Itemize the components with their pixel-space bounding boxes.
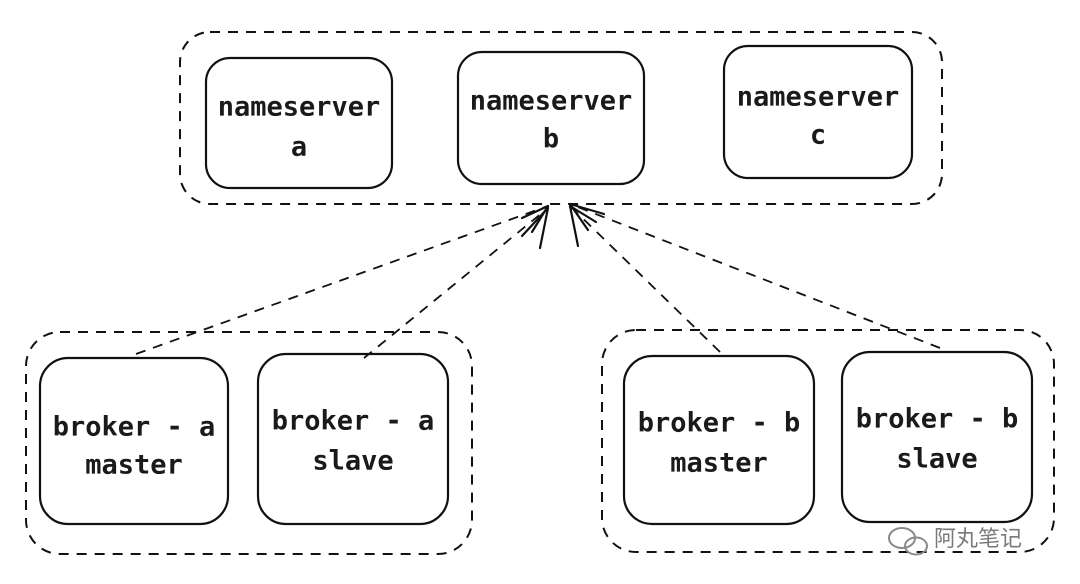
broker-b-slave-node: broker - b slave bbox=[840, 350, 1034, 524]
nameserver-a-node: nameserver a bbox=[204, 56, 394, 190]
nameserver-b-node: nameserver b bbox=[456, 50, 646, 186]
nameserver-c-label-line1: nameserver bbox=[737, 82, 900, 113]
broker-a-group bbox=[25, 331, 473, 555]
watermark: 阿丸笔记 bbox=[888, 527, 1022, 556]
nameserver-a-label-line1: nameserver bbox=[218, 92, 381, 123]
wechat-icon bbox=[888, 527, 928, 556]
broker-b-slave-label-line1: broker - b bbox=[856, 404, 1019, 435]
broker-a-master-label-line1: broker - a bbox=[53, 412, 216, 443]
nameserver-c-node: nameserver c bbox=[722, 44, 914, 180]
broker-a-master-label-line2: master bbox=[85, 450, 183, 481]
edge-broker-a-master-to-nameservers bbox=[135, 205, 549, 355]
broker-b-master-node: broker - b master bbox=[622, 354, 816, 526]
arrowhead-left bbox=[520, 204, 550, 250]
nameserver-cluster-group bbox=[179, 31, 943, 205]
broker-a-slave-node: broker - a slave bbox=[256, 352, 450, 526]
nameserver-c-label-line2: c bbox=[810, 120, 826, 151]
edge-broker-b-slave-to-nameservers bbox=[569, 203, 941, 349]
broker-b-master-label-line2: master bbox=[670, 448, 768, 479]
broker-a-slave-label-line1: broker - a bbox=[272, 406, 435, 437]
arrowhead-right bbox=[568, 202, 606, 248]
broker-a-master-node: broker - a master bbox=[38, 356, 230, 526]
watermark-text: 阿丸笔记 bbox=[934, 527, 1022, 552]
edge-broker-a-slave-to-nameservers bbox=[363, 207, 549, 359]
broker-b-slave-label-line2: slave bbox=[896, 444, 977, 475]
broker-b-master-label-line1: broker - b bbox=[638, 408, 801, 439]
nameserver-a-label-line2: a bbox=[291, 132, 307, 163]
nameserver-b-label-line1: nameserver bbox=[470, 86, 633, 117]
nameserver-b-label-line2: b bbox=[543, 124, 559, 155]
broker-a-slave-label-line2: slave bbox=[312, 446, 393, 477]
broker-b-group bbox=[601, 329, 1055, 553]
